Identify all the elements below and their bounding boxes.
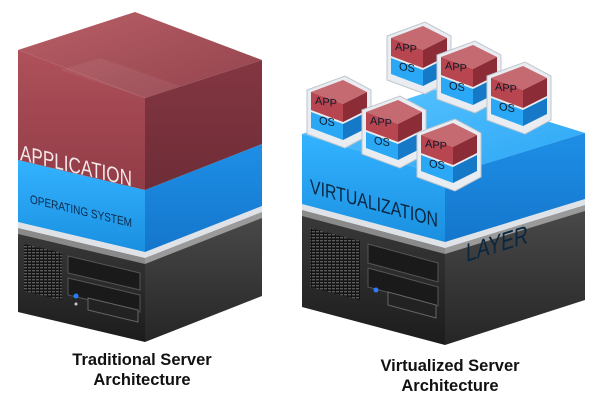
virtual-machine-cube: APP OS [416,118,482,192]
traditional-application-block: APPLICATION [18,12,262,191]
vm-app-label: APP [370,115,392,130]
vm-os-label: OS [499,101,515,115]
traditional-server-hardware [18,212,262,342]
vm-app-label: APP [425,138,447,153]
vm-os-label: OS [449,80,465,94]
traditional-os-layer: OPERATING SYSTEM [18,144,262,252]
virtualized-server-hardware [302,205,585,345]
virtual-machine-cube: APP OS [361,95,427,169]
virtualized-caption-line1: Virtualized Server [380,357,520,375]
vm-app-label: APP [395,41,417,56]
vm-app-label: APP [495,81,517,96]
virtual-machine-cube: APP OS [486,61,552,135]
vm-os-label: OS [374,135,390,149]
traditional-caption: Traditional Server Architecture [22,350,262,390]
virtualized-caption-line2: Architecture [401,377,499,395]
virtualized-separator [302,199,585,248]
traditional-server-stack: OPERATING SYSTEM APPLICATION [18,12,262,342]
vm-os-label: OS [319,115,335,129]
virtualized-caption: Virtualized Server Architecture [330,356,570,396]
virtual-machine-group: APP OS APP OS APP OS APP OS APP OS APP OS [306,21,552,192]
vm-os-label: OS [399,61,415,75]
virtual-machine-cube: APP OS [306,75,372,149]
vm-app-label: APP [315,95,337,110]
traditional-caption-line2: Architecture [93,371,191,389]
vm-os-label: OS [429,158,445,172]
vm-app-label: APP [445,60,467,75]
traditional-caption-line1: Traditional Server [72,351,212,369]
